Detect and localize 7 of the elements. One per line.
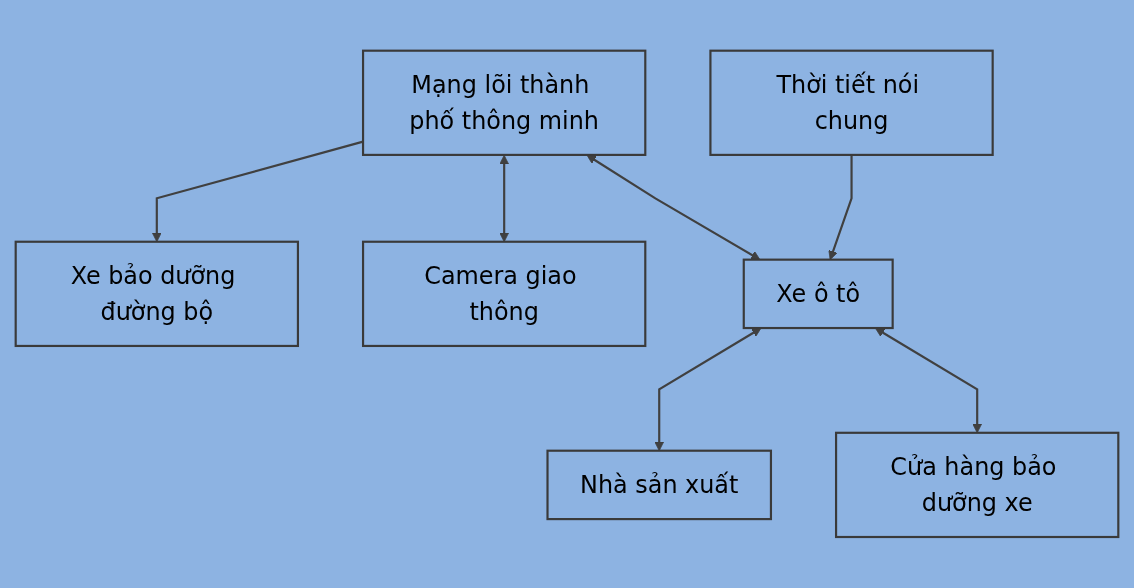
node-box: Mạng lõi thành phố thông minh <box>361 49 647 157</box>
node-box: Nhà sản xuất <box>546 449 773 521</box>
node-box: Cửa hàng bảo dưỡng xe <box>835 431 1120 539</box>
node-box: Camera giao thông <box>361 240 647 348</box>
node-box: Xe ô tô <box>742 258 894 330</box>
node-box: Thời tiết nói chung <box>709 49 994 157</box>
node-box: Xe bảo dưỡng đường bộ <box>14 240 299 348</box>
